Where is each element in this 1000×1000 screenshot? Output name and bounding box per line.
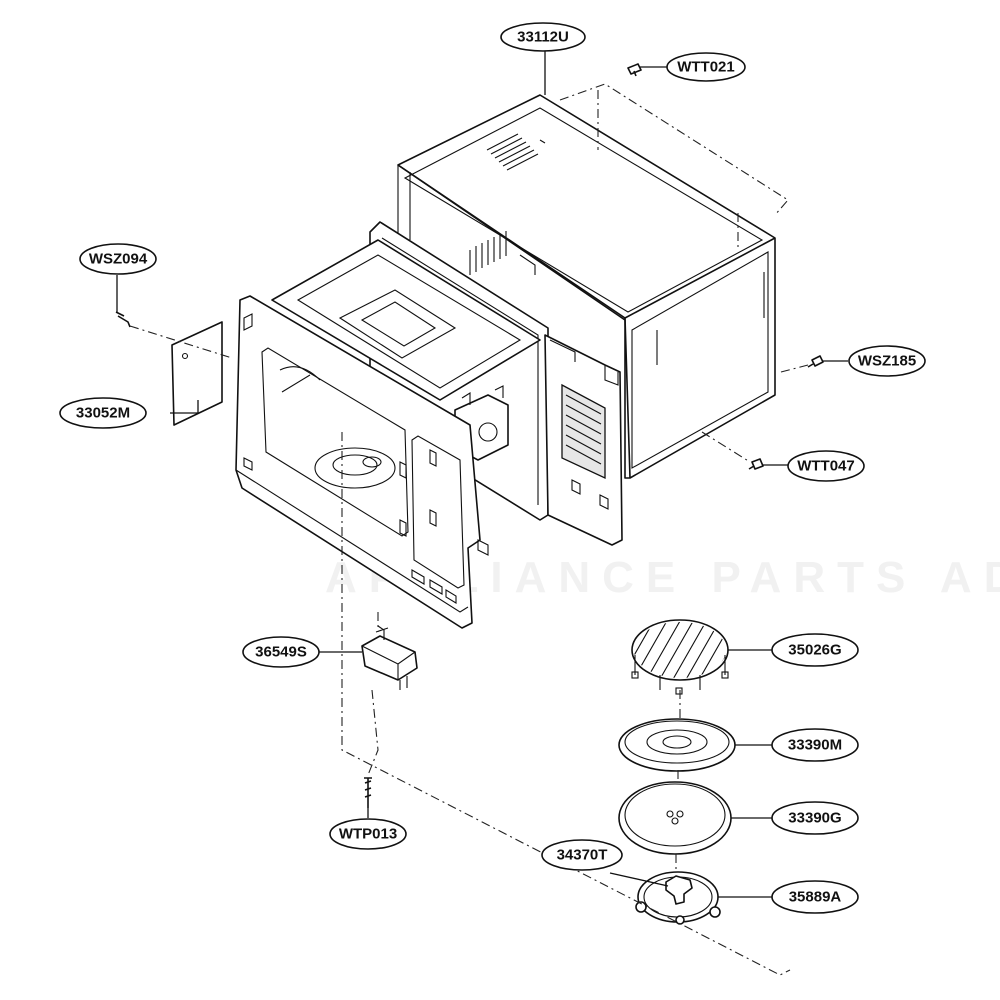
part-number: 33052M <box>76 405 130 422</box>
part-number: 33112U <box>517 29 569 46</box>
screws <box>115 63 824 808</box>
outer-cabinet <box>397 94 776 479</box>
callout-WTT047: WTT047 <box>787 450 865 482</box>
part-number: 33390G <box>788 810 841 827</box>
oven-cavity <box>271 221 623 546</box>
tray-metal <box>618 718 736 772</box>
part-number: 35889A <box>789 889 842 906</box>
callout-WSZ094: WSZ094 <box>79 243 157 275</box>
part-number: WSZ185 <box>858 353 916 370</box>
glass-tray <box>618 781 732 855</box>
wire-rack <box>631 619 729 695</box>
turntable-motor <box>361 625 418 690</box>
part-number: WTT021 <box>677 59 735 76</box>
part-number: WSZ094 <box>89 251 148 268</box>
callout-35889A: 35889A <box>771 880 859 914</box>
front-frame <box>235 295 489 629</box>
leader-lines <box>116 50 848 898</box>
callout-35026G: 35026G <box>771 633 859 667</box>
callout-33052M: 33052M <box>59 397 147 429</box>
callout-WSZ185: WSZ185 <box>848 345 926 377</box>
callout-34370T: 34370T <box>541 839 623 871</box>
callout-36549S: 36549S <box>242 636 320 668</box>
callout-WTT021: WTT021 <box>666 52 746 82</box>
part-number: WTT047 <box>797 458 855 475</box>
part-number: 33390M <box>788 737 842 754</box>
callout-33390G: 33390G <box>771 801 859 835</box>
cover-plate <box>171 321 223 426</box>
callout-33112U: 33112U <box>500 22 586 52</box>
part-number: 34370T <box>557 847 608 864</box>
part-number: 36549S <box>255 644 307 661</box>
callout-33390M: 33390M <box>771 728 859 762</box>
part-number: WTP013 <box>339 826 397 843</box>
part-number: 35026G <box>788 642 841 659</box>
coupler <box>665 875 693 905</box>
callout-WTP013: WTP013 <box>329 818 407 850</box>
